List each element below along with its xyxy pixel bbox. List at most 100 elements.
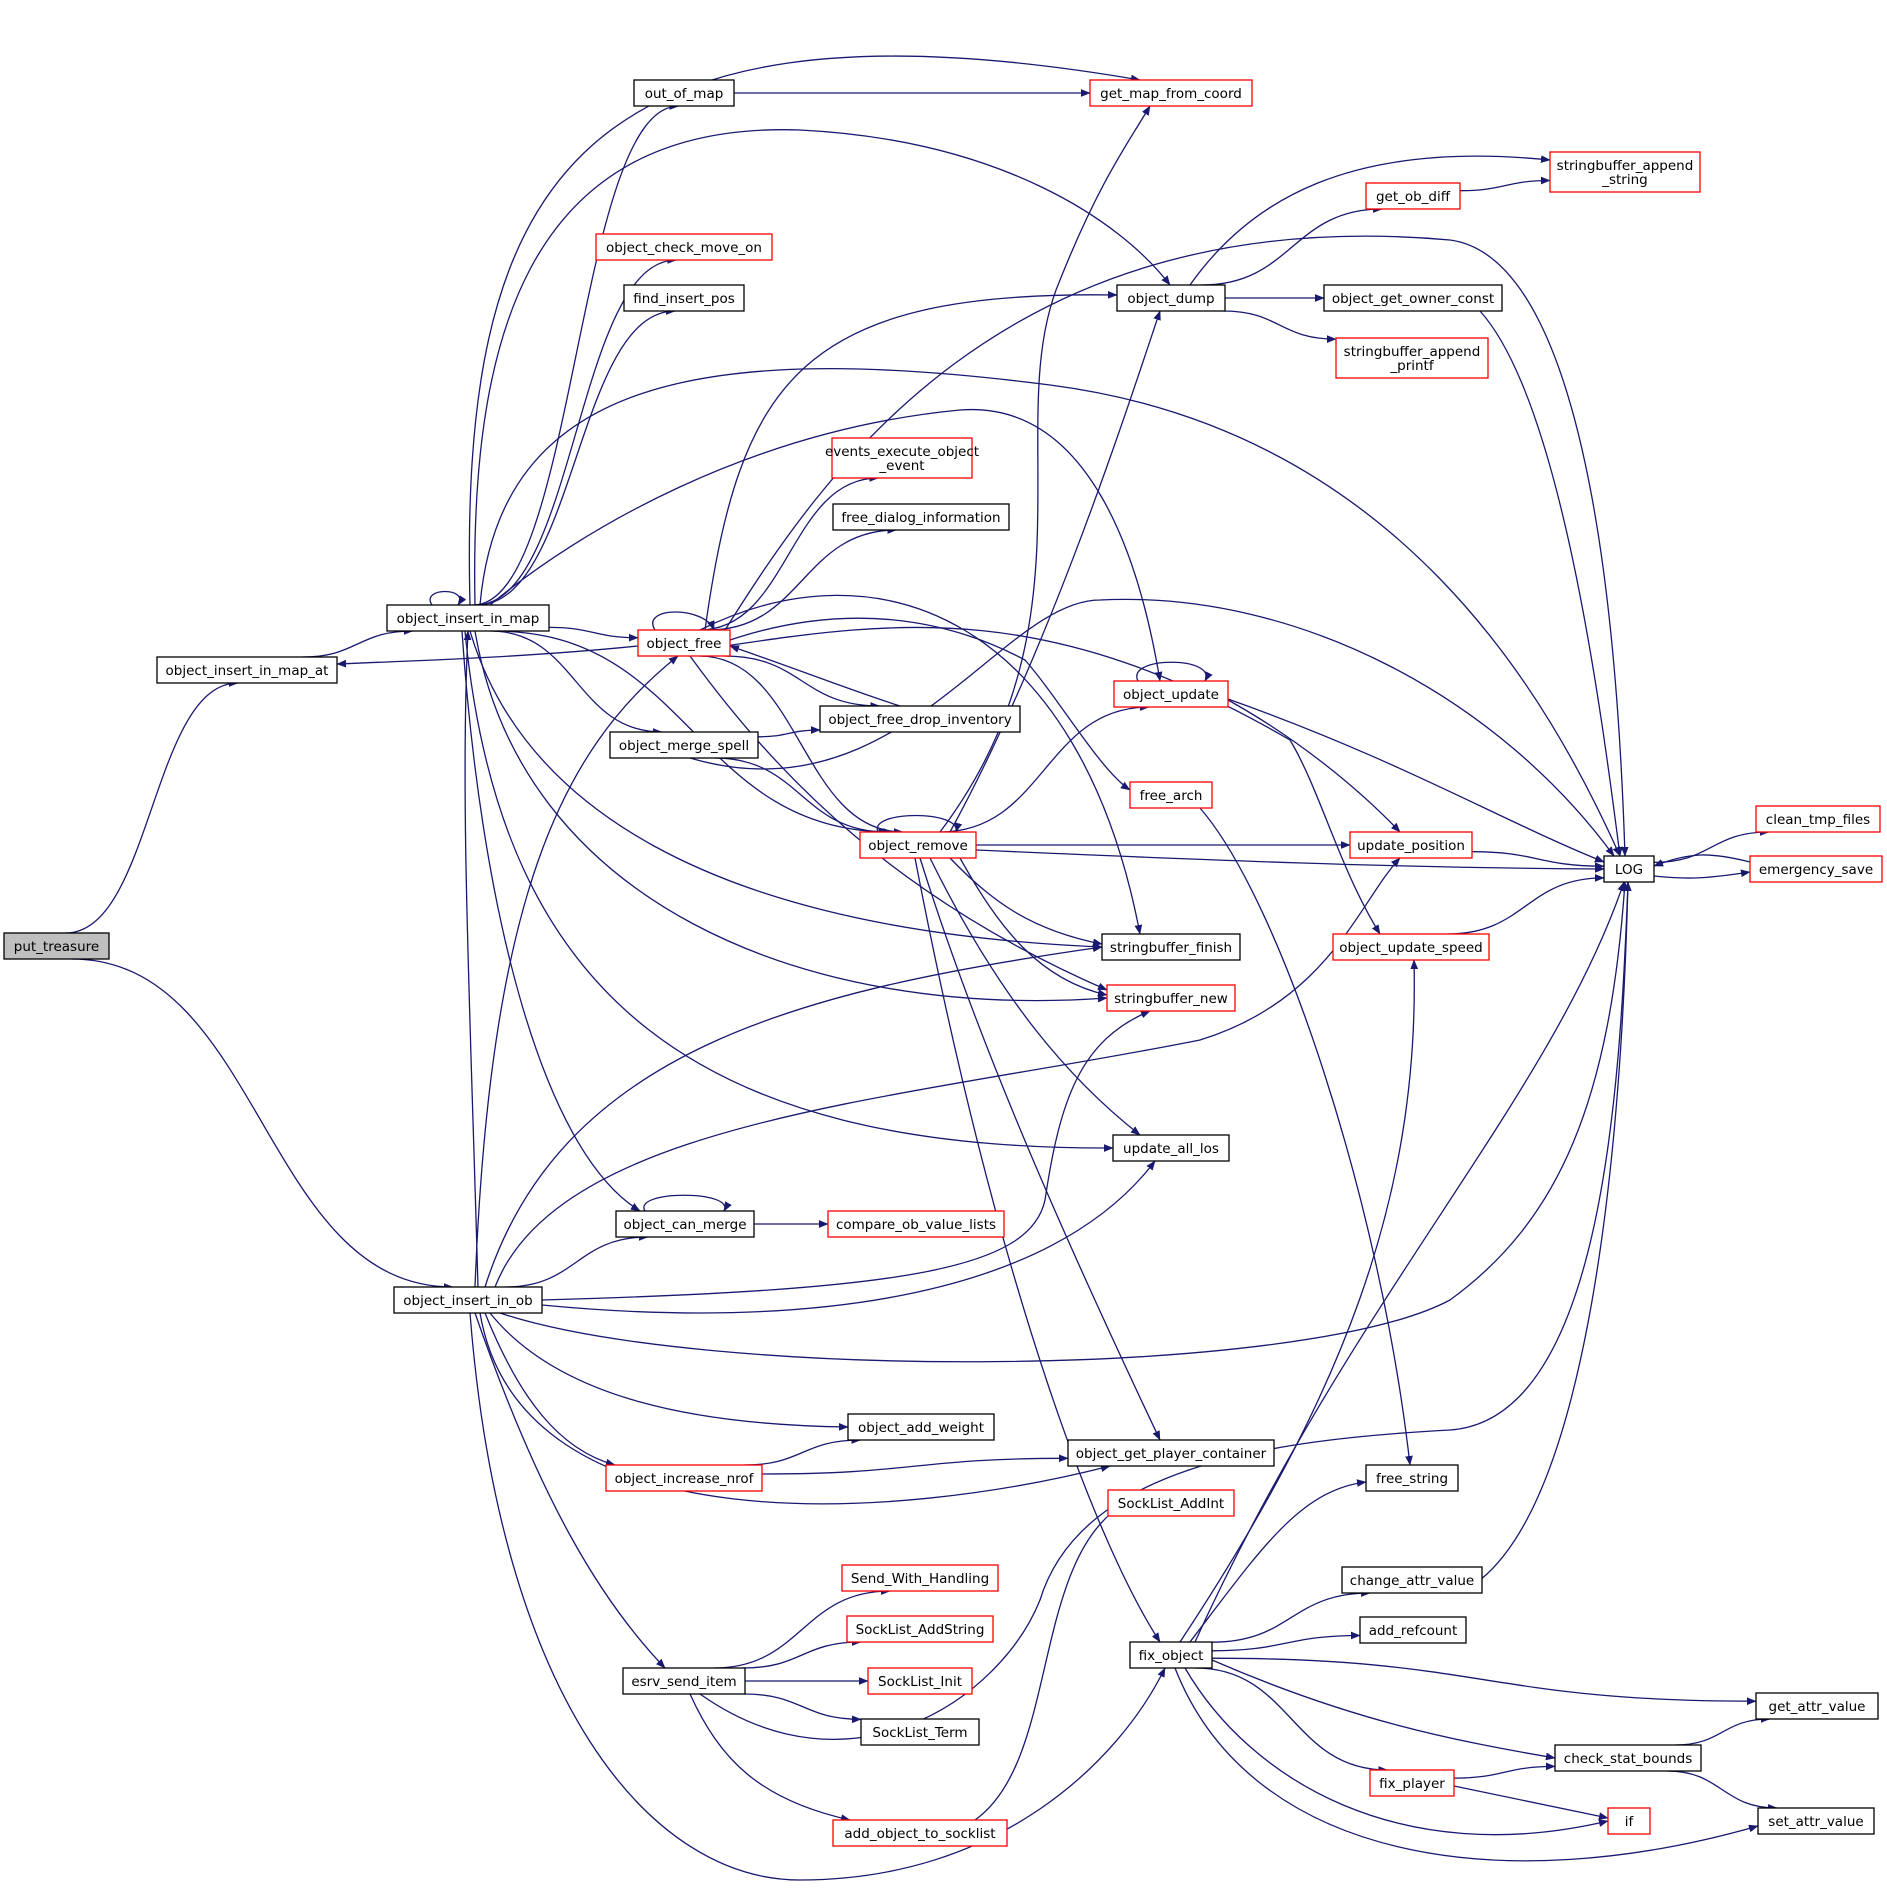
edge-arrow [708,530,897,631]
node-stringbuffer_append_printf[interactable]: stringbuffer_append_printf [1335,337,1489,379]
node-fix_object[interactable]: fix_object [1129,1641,1213,1669]
node-LOG[interactable]: LOG [1603,855,1655,883]
node-label: out_of_map [645,86,724,102]
edge-object_merge_spell-to-object_free_drop_inventory [757,730,820,738]
node-get_attr_value[interactable]: get_attr_value [1755,1692,1879,1720]
edge-arrow [469,1312,1166,1881]
edge-arrow [1675,1719,1770,1746]
node-box [1603,855,1655,883]
node-label: SockList_AddString [856,1622,985,1638]
node-box [615,1210,755,1238]
node-label: SockList_Term [872,1725,967,1741]
node-object_insert_in_map_at[interactable]: object_insert_in_map_at [156,656,338,684]
edge-object_insert_in_ob-to-object_get_player_container [479,1312,1110,1505]
node-update_position[interactable]: update_position [1349,831,1473,859]
edge-object_free-to-free_arch [729,617,1130,791]
edge-object_insert_in_map-to-object_merge_spell [490,630,662,732]
node-box [860,1718,980,1746]
node-object_merge_spell[interactable]: object_merge_spell [609,731,759,759]
node-change_attr_value[interactable]: change_attr_value [1341,1566,1483,1594]
node-free_string[interactable]: free_string [1365,1464,1459,1492]
node-SockList_AddString[interactable]: SockList_AddString [846,1615,994,1643]
edge-fix_object-to-free_string [1189,1482,1366,1643]
node-stringbuffer_new[interactable]: stringbuffer_new [1106,984,1236,1012]
node-object_add_weight[interactable]: object_add_weight [847,1413,995,1441]
node-emergency_save[interactable]: emergency_save [1749,855,1883,883]
node-get_ob_diff[interactable]: get_ob_diff [1365,182,1461,210]
node-object_free_drop_inventory[interactable]: object_free_drop_inventory [819,705,1021,733]
edge-object_insert_in_ob-to-update_position [494,857,1401,1288]
edge-arrow [724,235,1625,856]
node-label: get_map_from_coord [1100,86,1242,102]
node-events_execute_object_event[interactable]: events_execute_object_event [825,437,979,479]
node-object_get_player_container[interactable]: object_get_player_container [1067,1439,1275,1467]
node-object_free[interactable]: object_free [637,629,731,657]
node-object_can_merge[interactable]: object_can_merge [615,1210,755,1238]
edges-layer [65,55,1778,1881]
node-label: object_can_merge [624,1217,747,1233]
edge-arrow [429,590,460,606]
edge-arrow [1136,661,1206,681]
node-put_treasure[interactable]: put_treasure [3,932,110,960]
edge-arrow [742,1642,861,1669]
edge-arrow [548,626,638,637]
node-object_increase_nrof[interactable]: object_increase_nrof [605,1464,763,1492]
node-box [1129,1641,1213,1669]
node-update_all_los[interactable]: update_all_los [1112,1134,1230,1162]
node-get_map_from_coord[interactable]: get_map_from_coord [1089,79,1253,107]
node-object_dump[interactable]: object_dump [1116,284,1226,312]
node-add_object_to_socklist[interactable]: add_object_to_socklist [832,1819,1008,1847]
node-label: object_update [1123,687,1219,703]
node-object_update[interactable]: object_update [1113,680,1229,708]
node-label: object_free_drop_inventory [828,712,1011,728]
node-box [623,284,745,312]
node-set_attr_value[interactable]: set_attr_value [1757,1807,1875,1835]
edge-object_insert_in_ob-to-stringbuffer_finish [484,947,1102,1288]
node-SockList_AddInt[interactable]: SockList_AddInt [1107,1489,1235,1517]
node-label: LOG [1615,862,1643,878]
edge-object_insert_in_ob-to-object_can_merge [505,1237,648,1288]
edge-arrow [1211,1657,1756,1701]
node-object_remove[interactable]: object_remove [859,831,977,859]
node-Send_With_Handling[interactable]: Send_With_Handling [841,1564,999,1592]
edge-arrow [464,630,1113,1148]
edge-fix_object-to-LOG [1194,882,1624,1643]
node-box [1369,1769,1455,1797]
edge-fix_object-to-object_update_speed [1179,960,1414,1643]
node-box [867,1667,973,1695]
node-find_insert_pos[interactable]: find_insert_pos [623,284,745,312]
node-label: check_stat_bounds [1564,1751,1692,1767]
edge-object_remove-to-object_get_player_container [919,857,1161,1440]
node-label: clean_tmp_files [1766,812,1870,828]
node-object_update_speed[interactable]: object_update_speed [1332,933,1490,961]
node-label: fix_object [1139,1648,1204,1664]
node-SockList_Term[interactable]: SockList_Term [860,1718,980,1746]
node-out_of_map[interactable]: out_of_map [633,79,735,107]
edge-object_free-to-object_insert_in_map_at [337,645,639,664]
edge-object_update-to-update_position [1227,699,1401,833]
node-add_refcount[interactable]: add_refcount [1359,1616,1467,1644]
node-fix_player[interactable]: fix_player [1369,1769,1455,1797]
node-object_check_move_on[interactable]: object_check_move_on [595,233,773,261]
node-clean_tmp_files[interactable]: clean_tmp_files [1755,805,1881,833]
node-label: get_attr_value [1769,1699,1866,1715]
node-object_insert_in_map[interactable]: object_insert_in_map [386,604,550,632]
edge-fix_object-to-change_attr_value [1211,1593,1370,1643]
node-compare_ob_value_lists[interactable]: compare_ob_value_lists [827,1210,1005,1238]
node-free_dialog_information[interactable]: free_dialog_information [832,503,1010,531]
node-check_stat_bounds[interactable]: check_stat_bounds [1554,1744,1702,1772]
node-stringbuffer_append_string[interactable]: stringbuffer_append_string [1549,151,1701,193]
edge-fix_object-to-fix_player [1195,1667,1388,1770]
node-object_get_owner_const[interactable]: object_get_owner_const [1323,284,1503,312]
node-free_arch[interactable]: free_arch [1129,781,1213,809]
node-SockList_Init[interactable]: SockList_Init [867,1667,973,1695]
node-stringbuffer_finish[interactable]: stringbuffer_finish [1101,933,1241,961]
node-esrv_send_item[interactable]: esrv_send_item [622,1667,746,1695]
edge-object_dump-to-get_ob_diff [1201,209,1382,286]
node-if[interactable]: if [1607,1807,1651,1835]
edge-object_insert_in_map-to-object_can_merge [461,630,640,1212]
edge-arrow [474,655,678,1288]
edge-arrow [1453,1766,1555,1779]
edge-object_remove-to-get_map_from_coord [939,106,1151,833]
node-object_insert_in_ob[interactable]: object_insert_in_ob [393,1286,543,1314]
